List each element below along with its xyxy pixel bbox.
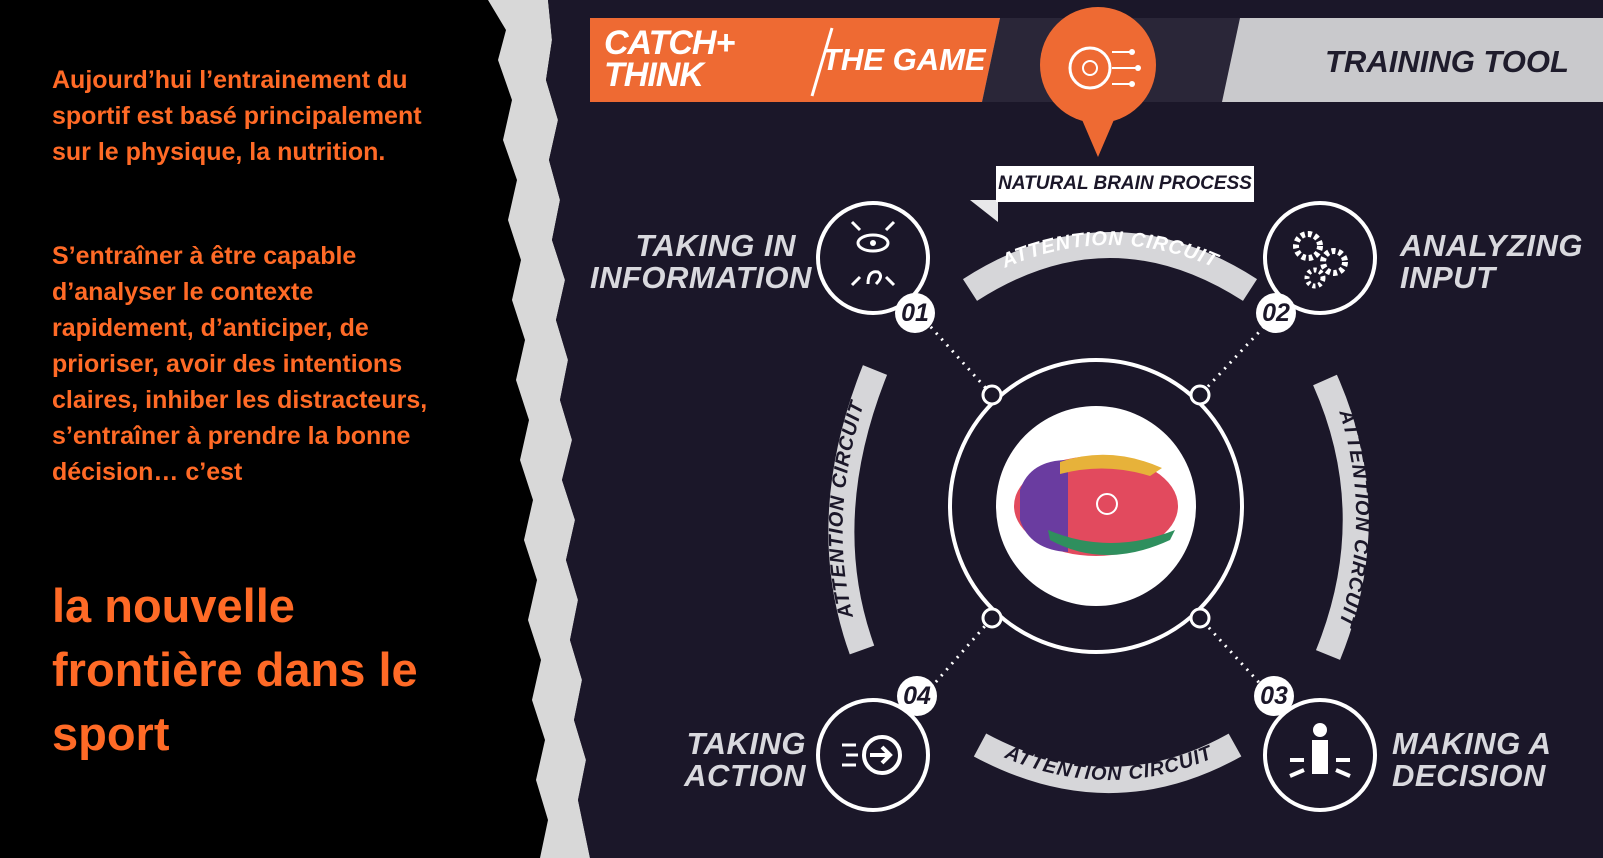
central-ring xyxy=(948,358,1244,654)
brand-line-2: THINK xyxy=(604,56,704,94)
training-paragraph: S’entraîner à être capable d’analyser le… xyxy=(52,242,428,486)
ring-nodes xyxy=(981,384,1211,629)
speech-tail xyxy=(970,200,998,222)
attention-arc-bottom: ATTENTION CIRCUIT xyxy=(973,733,1242,793)
step-01-line-2: INFORMATION xyxy=(590,260,812,295)
rugby-ball-icon xyxy=(996,406,1196,606)
attention-arc-left: ATTENTION CIRCUIT xyxy=(826,365,888,655)
left-text-panel: Aujourd’hui l’entrainement du sportif es… xyxy=(0,0,560,858)
step-02-line-1: ANALYZING xyxy=(1400,228,1584,263)
step-01-label: TAKING IN INFORMATION xyxy=(590,228,812,295)
step-04-label: TAKING ACTION xyxy=(590,728,806,792)
step-04-line-2: ACTION xyxy=(684,758,806,793)
step-circle-04 xyxy=(816,698,930,812)
process-label: NATURAL BRAIN PROCESS xyxy=(996,166,1254,202)
step-03-line-1: MAKING A xyxy=(1392,726,1552,761)
diagram-panel: ATTENTION CIRCUIT ATTENTION CIRCUIT ATTE… xyxy=(590,0,1603,858)
header-tool-label: TRAINING TOOL xyxy=(1325,44,1569,79)
attention-arc-top: ATTENTION CIRCUIT xyxy=(962,228,1258,301)
brain-process-diagram: ATTENTION CIRCUIT ATTENTION CIRCUIT ATTE… xyxy=(590,7,1603,812)
intro-paragraph: Aujourd’hui l’entrainement du sportif es… xyxy=(52,66,422,166)
header-subtitle: THE GAME xyxy=(822,42,986,77)
step-02-label: ANALYZING INPUT xyxy=(1400,230,1600,294)
brand-logo: CATCH+ THINK xyxy=(604,24,735,94)
step-badge-01: 01 xyxy=(895,293,935,333)
step-circle-02 xyxy=(1263,201,1377,315)
brain-pin-icon xyxy=(1040,7,1156,157)
step-04-line-1: TAKING xyxy=(686,726,806,761)
headline: la nouvelle frontière dans le sport xyxy=(52,579,418,760)
step-badge-02: 02 xyxy=(1256,293,1296,333)
step-badge-03: 03 xyxy=(1254,676,1294,716)
attention-arc-right: ATTENTION CIRCUIT xyxy=(1313,374,1372,660)
brand-line-1: CATCH+ xyxy=(604,24,735,62)
step-badge-04: 04 xyxy=(897,676,937,716)
step-circle-01 xyxy=(816,201,930,315)
step-03-label: MAKING A DECISION xyxy=(1392,728,1592,792)
torn-paper-edge xyxy=(488,0,620,858)
connector-lines xyxy=(918,313,1277,702)
step-circle-03 xyxy=(1263,698,1377,812)
step-02-line-2: INPUT xyxy=(1400,260,1496,295)
step-01-line-1: TAKING IN xyxy=(635,228,796,263)
step-03-line-2: DECISION xyxy=(1392,758,1546,793)
